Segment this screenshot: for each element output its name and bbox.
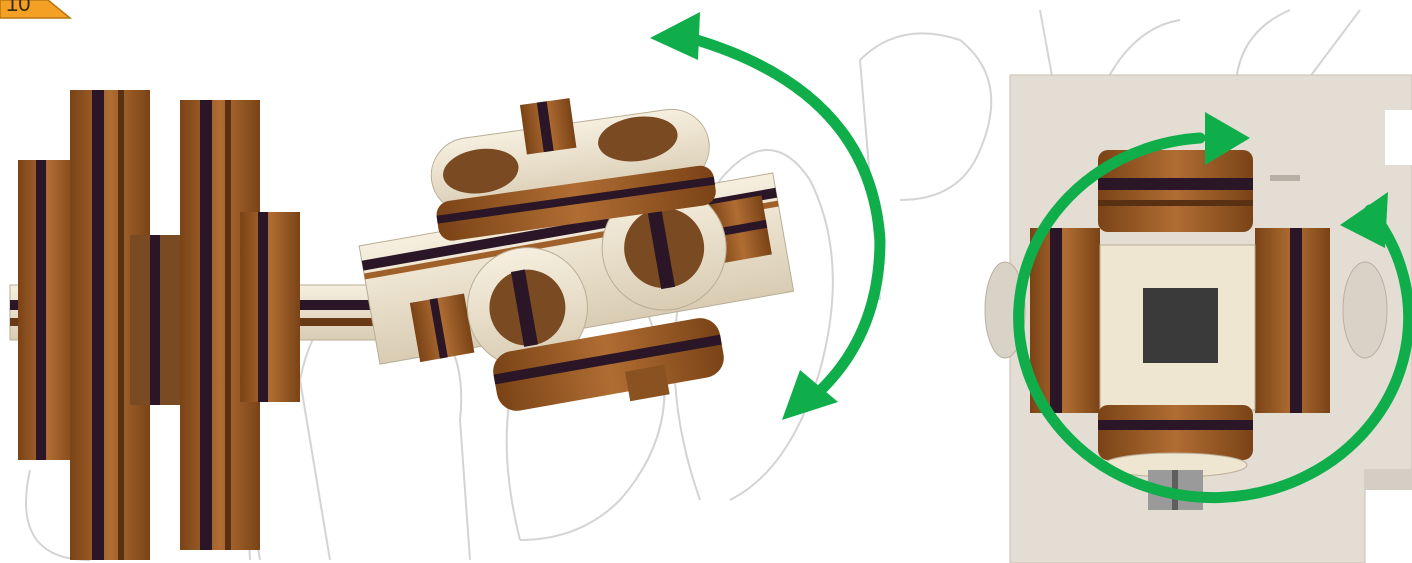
left-assembly xyxy=(10,80,807,560)
right-assembly xyxy=(985,75,1412,563)
